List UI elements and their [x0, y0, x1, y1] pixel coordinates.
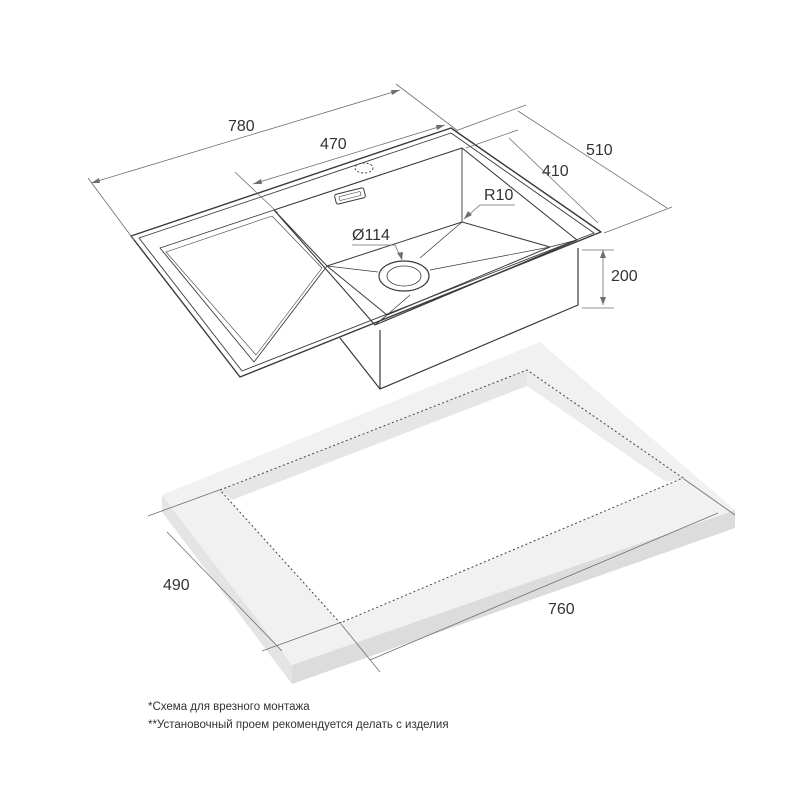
label-510: 510 [586, 142, 613, 159]
bowl-grooves [326, 221, 551, 316]
label-490: 490 [163, 577, 190, 594]
drain-inner [386, 265, 422, 287]
arrow [600, 297, 606, 305]
drain [378, 260, 430, 292]
dim-780-line [90, 89, 401, 184]
faucet-hole [354, 162, 374, 174]
cutout-inner-wall-back [220, 370, 527, 500]
dim-760-ext-left [340, 623, 381, 673]
dim-r10-leader [463, 204, 515, 220]
drainboard-inner [165, 215, 323, 356]
dimension-arrows [91, 90, 606, 305]
label-200: 200 [611, 268, 638, 285]
arrow [391, 90, 400, 95]
sink-rim-inner [138, 132, 595, 372]
dim-470-ext-left [234, 171, 279, 214]
dim-470-line [252, 124, 446, 185]
dim-780-ext-right [395, 83, 459, 132]
arrow [397, 252, 403, 260]
label-410: 410 [542, 163, 569, 180]
dim-510-ext-bottom [603, 206, 673, 234]
label-d114: Ø114 [352, 227, 390, 244]
dimension-lines [87, 83, 736, 673]
dim-490-ext-top [147, 488, 223, 517]
dim-d114-leader [352, 244, 403, 261]
dim-410-ext-top [465, 129, 519, 149]
drainboard [159, 209, 328, 363]
countertop-top-face [162, 342, 735, 665]
dimension-labels: 780 470 510 410 200 R10 Ø114 490 760 [163, 118, 638, 618]
dim-490-line [166, 531, 283, 652]
arrow [464, 211, 472, 219]
countertop-left-face [162, 495, 292, 684]
label-r10: R10 [484, 187, 513, 204]
dim-510-line [517, 110, 668, 209]
arrow [600, 250, 606, 258]
dim-760-line [369, 512, 719, 661]
overflow-inner [338, 191, 362, 201]
overflow [334, 187, 366, 205]
sink [130, 127, 602, 390]
note-mounting-scheme: *Схема для врезного монтажа [148, 701, 310, 713]
countertop [162, 342, 735, 684]
dim-490-ext-bottom [261, 621, 343, 652]
arrow [253, 179, 262, 184]
arrow [91, 178, 100, 183]
dim-410-line [508, 137, 599, 224]
note-cutout-recommendation: **Установочный проем рекомендуется делат… [148, 719, 449, 731]
cutout-inner-wall-right [527, 370, 683, 482]
label-470: 470 [320, 136, 347, 153]
cutout-outline [219, 369, 685, 624]
dim-510-ext-top [457, 104, 527, 131]
arrow [436, 125, 445, 130]
label-760: 760 [548, 601, 575, 618]
label-780: 780 [228, 118, 255, 135]
bowl-corner-edges [273, 148, 578, 326]
sink-rim-outer [130, 127, 602, 378]
bowl-outer-walls [339, 248, 579, 390]
dim-760-ext-right [683, 478, 736, 516]
dim-780-ext-left [87, 177, 135, 241]
countertop-front-face [292, 510, 735, 684]
